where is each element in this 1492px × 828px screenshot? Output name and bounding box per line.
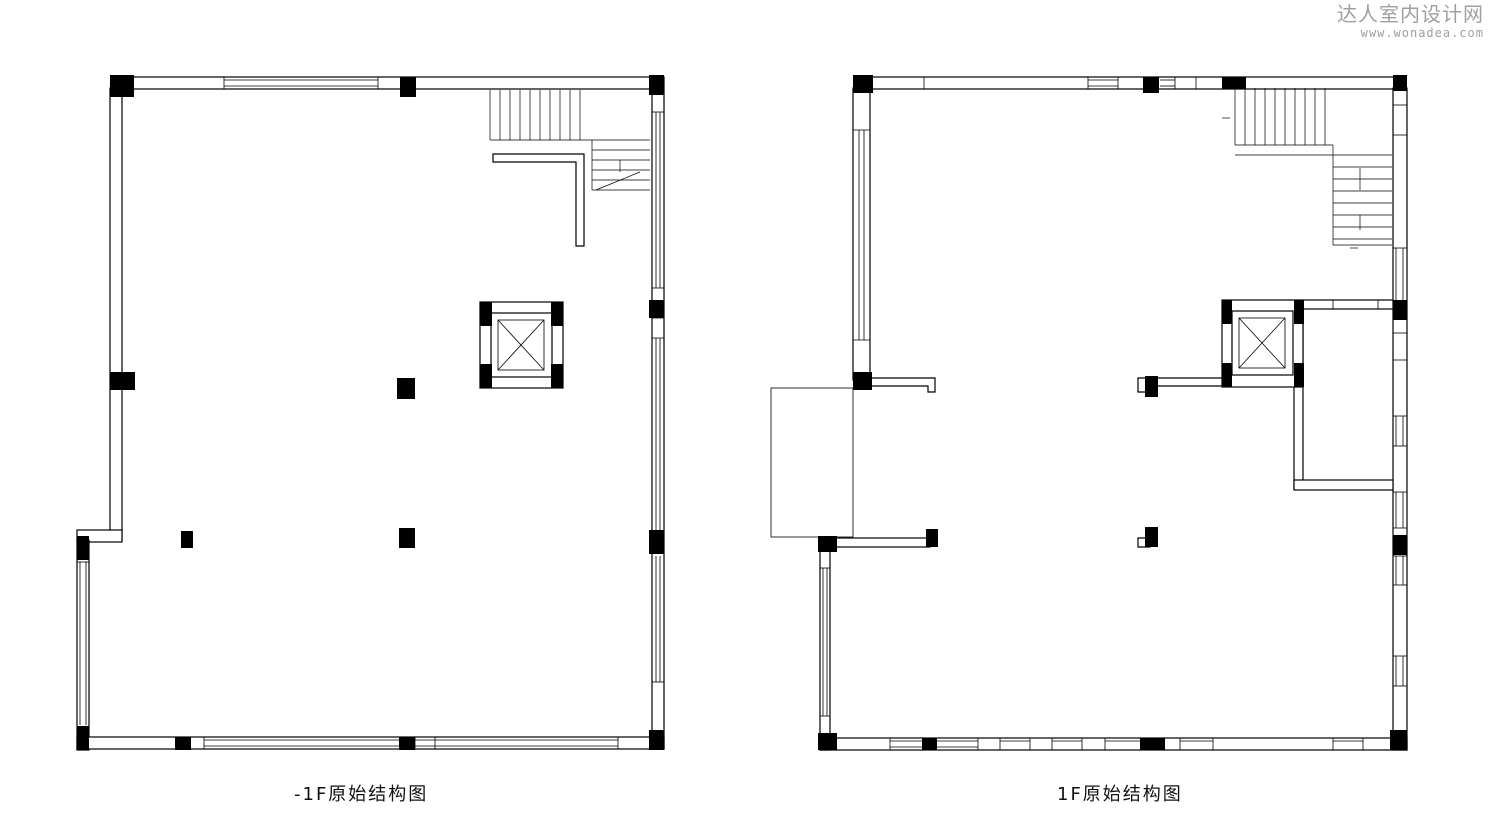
column xyxy=(1294,300,1304,324)
column xyxy=(853,372,872,390)
plan-ground-stair xyxy=(1222,88,1392,249)
column xyxy=(1390,730,1407,750)
plan-ground-caption: 1F原始结构图 xyxy=(1057,784,1183,805)
plan-basement-caption: -1F原始结构图 xyxy=(294,784,429,805)
column xyxy=(397,378,415,399)
column xyxy=(1140,738,1150,750)
column xyxy=(1143,77,1159,93)
column xyxy=(853,75,873,93)
column xyxy=(649,530,664,554)
column xyxy=(77,536,89,560)
column xyxy=(1222,77,1246,89)
column xyxy=(551,364,563,388)
column xyxy=(649,75,664,95)
plan-basement-columns xyxy=(77,75,664,750)
column xyxy=(1294,363,1304,387)
plan-basement-elevator xyxy=(479,301,564,389)
plan-ground-elevator xyxy=(1221,299,1304,388)
plan-ground-columns xyxy=(818,75,1407,750)
column xyxy=(1393,300,1407,320)
column xyxy=(1393,535,1407,555)
column xyxy=(1147,738,1165,750)
watermark-url: www.wonadea.com xyxy=(1360,26,1484,40)
column xyxy=(1222,300,1232,324)
column xyxy=(399,528,415,548)
column xyxy=(480,364,492,388)
column xyxy=(926,529,938,547)
column xyxy=(399,737,415,750)
watermark-brand: 达人室内设计网 xyxy=(1337,2,1484,26)
column xyxy=(551,302,563,326)
watermark: 达人室内设计网 www.wonadea.com xyxy=(1337,2,1484,40)
column xyxy=(1393,75,1407,91)
plan-ground xyxy=(770,75,1408,751)
plan-ground-walls xyxy=(770,76,1408,751)
column xyxy=(818,733,837,750)
column xyxy=(1145,376,1158,397)
column xyxy=(110,75,134,97)
column xyxy=(77,726,89,750)
column xyxy=(1222,363,1232,387)
column xyxy=(480,302,492,326)
column xyxy=(922,738,937,750)
column xyxy=(110,372,135,390)
plan-basement xyxy=(76,75,665,751)
column xyxy=(1145,527,1158,547)
plan-basement-stair xyxy=(489,90,650,247)
column xyxy=(649,300,664,318)
plan-basement-walls xyxy=(76,76,665,751)
column xyxy=(649,730,664,750)
column xyxy=(175,737,191,750)
column xyxy=(818,536,837,552)
column xyxy=(400,77,416,97)
column xyxy=(181,531,193,548)
